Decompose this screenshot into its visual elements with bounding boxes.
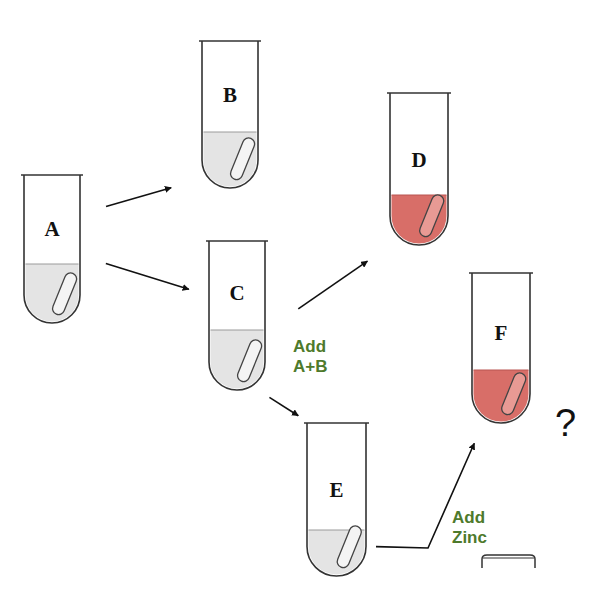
tube-rim	[304, 422, 369, 424]
tube-outline	[470, 270, 532, 425]
tube-letter: A	[22, 219, 82, 240]
question-mark: ?	[555, 404, 576, 442]
tube-letter: D	[388, 150, 450, 171]
test-tube: D	[388, 90, 450, 247]
tube-wall	[24, 175, 80, 323]
liquid	[26, 264, 79, 322]
tube-rim	[199, 40, 261, 42]
liquid-surface	[26, 264, 79, 265]
edge-label: Add A+B	[293, 337, 345, 377]
durham-tube	[236, 338, 264, 383]
arrow	[269, 397, 298, 415]
tube-rim	[21, 174, 83, 176]
durham-tube	[418, 193, 446, 238]
tube-letter: C	[207, 283, 267, 304]
test-tube: F	[470, 270, 532, 425]
liquid	[474, 370, 529, 421]
tube-wall	[209, 241, 265, 390]
tube-letter: F	[470, 323, 532, 344]
tube-letter: B	[200, 85, 260, 106]
test-tube: B	[200, 38, 260, 190]
tube-outline	[22, 172, 82, 325]
tube-wall	[202, 41, 258, 188]
tube-rim	[469, 272, 533, 274]
dish-outline	[482, 555, 535, 568]
test-tube: A	[22, 172, 82, 325]
tube-letter: E	[305, 480, 368, 501]
liquid-surface	[211, 330, 264, 331]
tube-rim	[206, 240, 268, 242]
tube-wall	[472, 273, 530, 423]
arrow	[106, 264, 189, 290]
liquid	[211, 330, 264, 389]
arrow	[298, 261, 367, 309]
test-tube: E	[305, 420, 368, 578]
durham-tube	[51, 271, 79, 316]
edge-label: Add Zinc	[452, 508, 498, 548]
dish-rim	[483, 558, 534, 559]
arrow	[106, 188, 171, 207]
liquid-surface	[474, 370, 529, 371]
durham-tube	[229, 136, 257, 181]
tube-outline	[207, 238, 267, 392]
durham-tube	[335, 524, 363, 569]
durham-tube	[500, 371, 528, 416]
liquid-surface	[204, 132, 257, 133]
test-tube: C	[207, 238, 267, 392]
tube-outline	[200, 38, 260, 190]
tube-rim	[387, 92, 451, 94]
liquid	[204, 132, 257, 187]
